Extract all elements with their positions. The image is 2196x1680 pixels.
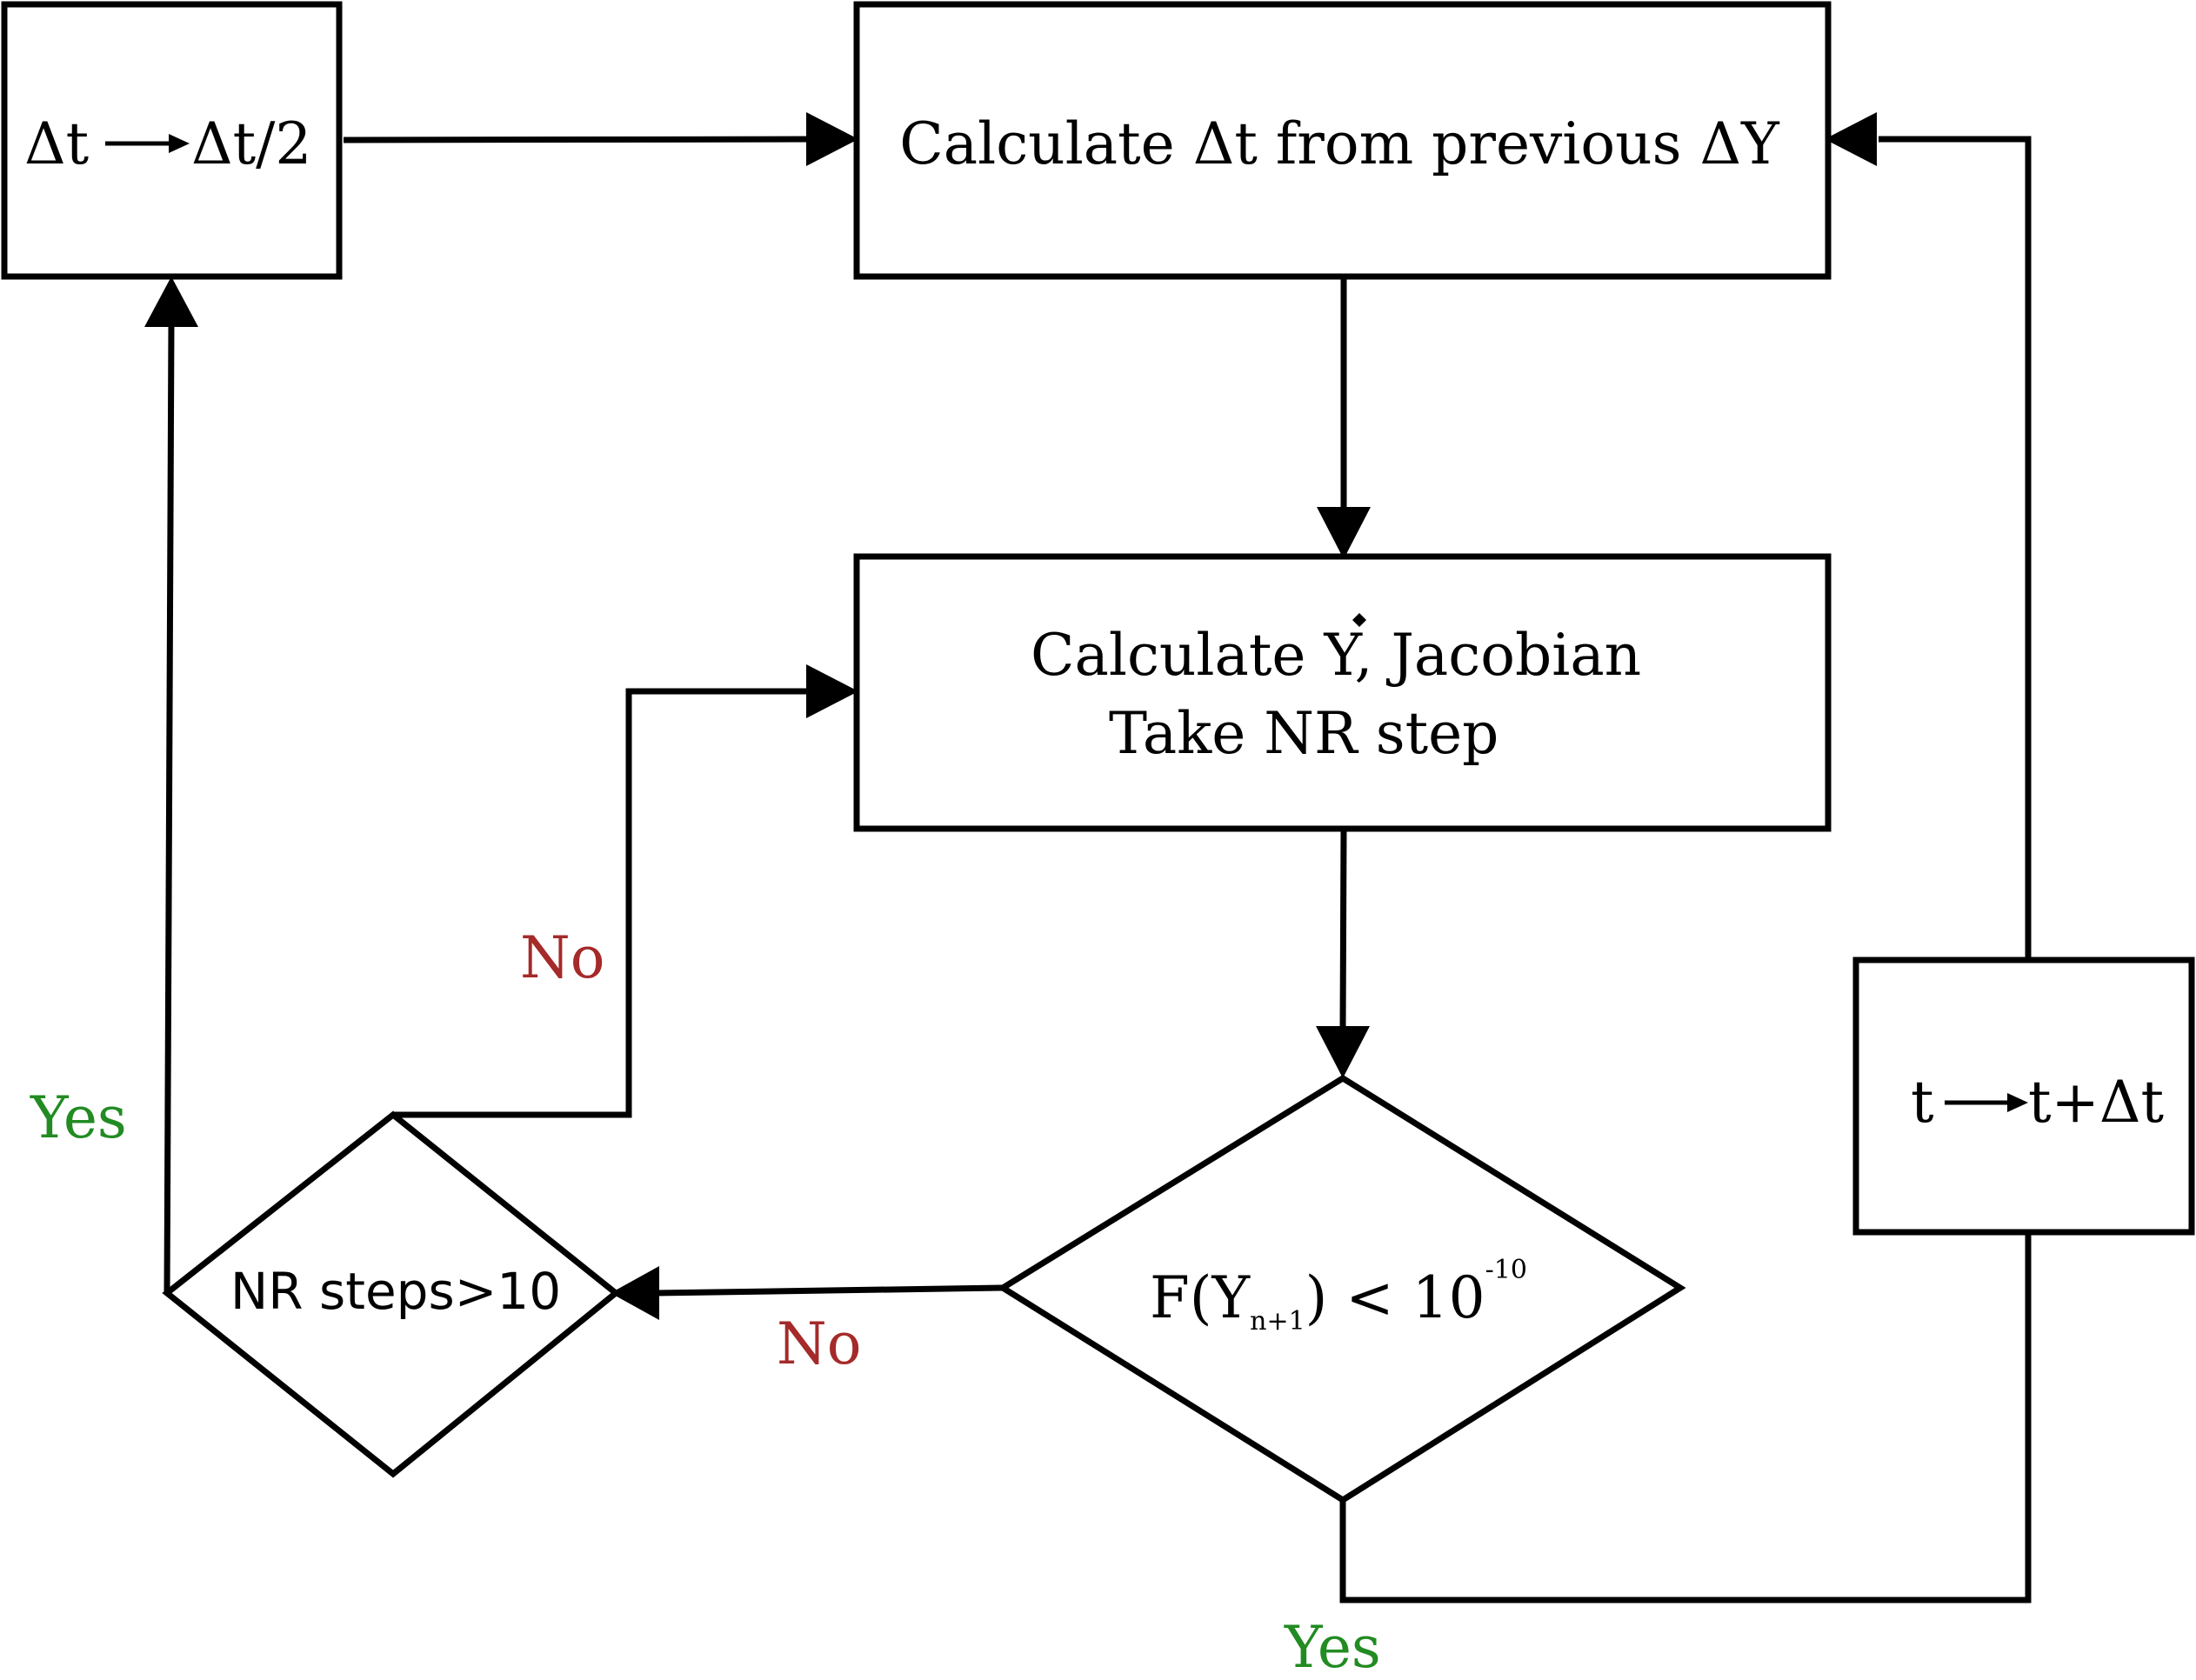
arrowhead-right-calc-y [806, 664, 858, 718]
edges [164, 136, 2032, 1603]
edge-halve-to-calc-dt [343, 136, 814, 143]
node-calc-dt: Calculate Δt from previous ΔY [853, 1, 1832, 280]
arrowhead-down-check [1316, 1026, 1370, 1078]
node-check-residual: F(Yn+1) < 10-10 [997, 1074, 1686, 1504]
calc-y-line1-a: Calculate [1031, 622, 1324, 689]
check-text: F(Yn+1) < 10-10 [1150, 1255, 1527, 1337]
edge-check-to-nr-steps [656, 1284, 1004, 1297]
halve-right-text: Δt/2 [191, 110, 311, 177]
arrowhead-left-calc-dt [1825, 112, 1877, 166]
node-advance-time: t t+Δt [1852, 957, 2195, 1236]
calc-y-line1-b: , Jacobian [1355, 622, 1642, 689]
arrow-symbol-head [169, 134, 190, 153]
arrowhead-right-calc-dt [806, 112, 858, 166]
advance-left-text: t [1911, 1069, 1934, 1136]
node-halve-step: Δt Δt/2 [1, 1, 343, 280]
arrowheads [144, 112, 1877, 1320]
label-no-to-nr: No [777, 1310, 862, 1377]
arrowhead-down-calc-y [1317, 507, 1371, 559]
label-no-to-calc: No [520, 924, 605, 991]
arrowhead-up-halve [144, 277, 198, 327]
check-text-a: F(Y [1150, 1264, 1252, 1331]
edge-check-to-advance [1339, 1235, 2032, 1603]
calc-y-line2: Take NR step [1109, 700, 1498, 767]
check-text-sup: -10 [1485, 1255, 1527, 1285]
calc-dt-text: Calculate Δt from previous ΔY [899, 110, 1780, 177]
edge-advance-to-calc-dt [1879, 136, 2032, 959]
calc-y-line1: Calculate Y, Jacobian [1031, 622, 1641, 689]
arrow-symbol-head [2007, 1093, 2028, 1112]
label-yes-to-advance: Yes [1284, 1614, 1381, 1680]
advance-right-text: t+Δt [2028, 1069, 2164, 1136]
halve-left-text: Δt [24, 110, 89, 177]
dot-accent-icon [1352, 613, 1366, 627]
nr-steps-text: NR steps>10 [230, 1262, 561, 1321]
edge-nr-steps-to-halve [164, 320, 175, 1294]
node-nr-steps: NR steps>10 [162, 1110, 621, 1478]
label-yes-to-halve: Yes [30, 1084, 127, 1151]
node-calc-y-jacobian: Calculate Y, Jacobian Take NR step [853, 553, 1832, 832]
check-text-sub: n+1 [1250, 1306, 1305, 1337]
check-text-b: ) < 10 [1305, 1264, 1485, 1331]
edge-labels: No No Yes Yes [30, 924, 1381, 1680]
arrowhead-left-nr-steps [611, 1266, 659, 1320]
edge-nr-steps-to-calc-y [393, 688, 813, 1118]
edge-calc-y-to-check [1339, 829, 1347, 1031]
